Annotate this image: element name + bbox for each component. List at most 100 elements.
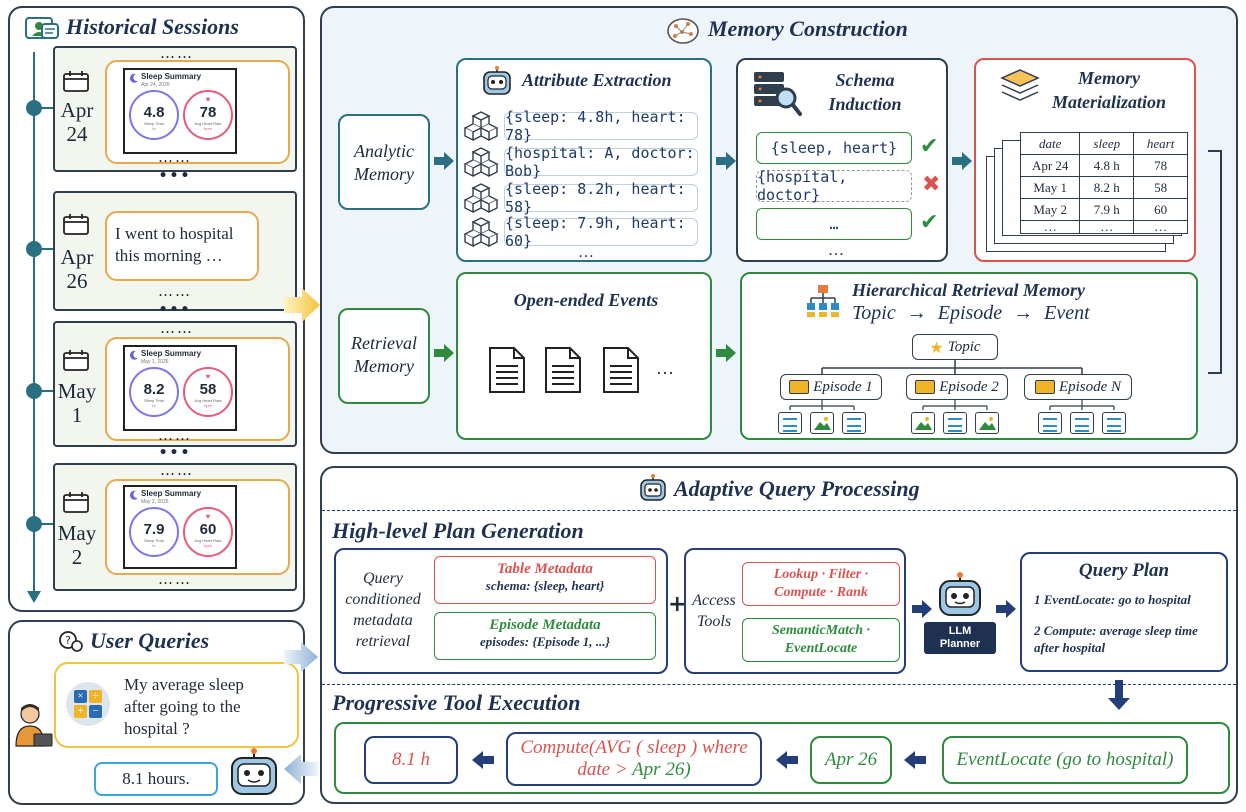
timeline-connector	[40, 523, 54, 525]
sleep-ring: 8.2 Sleep Time hr	[129, 367, 179, 417]
right-bracket	[1208, 150, 1222, 374]
topic-label: Topic	[947, 338, 981, 355]
chat-user-icon	[25, 17, 59, 39]
open-ended-events-title: Open-ended Events	[513, 290, 659, 310]
flow-arrow-icon	[284, 642, 318, 672]
timeline-connector	[40, 248, 54, 250]
analytic-memory-box: Analytic Memory	[338, 114, 430, 210]
query-plan-title: Query Plan	[1078, 560, 1170, 581]
session-dots: ……	[160, 44, 194, 62]
historical-sessions-panel: Historical Sessions …… Apr 24 Sleep Summ…	[8, 6, 305, 612]
episode-label: Episode 1	[813, 378, 873, 395]
user-queries-title: User Queries	[90, 628, 210, 653]
result-text: 8.1 h	[392, 749, 430, 770]
episode-metadata-title: Episode Metadata	[489, 617, 601, 633]
table-cell: Apr 24	[1019, 154, 1081, 177]
timeline-connector	[40, 390, 54, 392]
event-text-icon	[943, 412, 967, 434]
calendar-icon	[63, 71, 89, 92]
episode-icon	[789, 380, 810, 394]
check-icon: ✔	[920, 210, 939, 235]
episode-metadata-body: episodes: {Episode 1, ...}	[479, 634, 610, 649]
attribute-item: {sleep: 7.9h, heart: 60}	[504, 214, 698, 250]
sleep-unit: hr	[152, 543, 156, 548]
robot-icon	[483, 66, 511, 95]
query-processing-panel: Adaptive Query Processing High-level Pla…	[320, 466, 1238, 804]
arrow-right-icon	[434, 344, 454, 362]
heart-icon: ♥	[205, 512, 211, 521]
svg-text:?: ?	[65, 634, 71, 647]
episode-icon	[1034, 380, 1055, 394]
session-card-2: Apr 26 I went to hospital this morning …	[53, 191, 297, 311]
sleep-label: Sleep Time	[143, 538, 164, 543]
query-processing-title: Adaptive Query Processing	[674, 476, 920, 501]
robot-icon	[231, 748, 277, 795]
date-box: Apr 26	[810, 736, 892, 784]
document-icon	[489, 347, 525, 393]
llm-planner-badge: LLM Planner	[924, 622, 996, 654]
timeline-dot	[26, 383, 42, 399]
heart-ring: ♥ 60 Avg Heart Rate bpm	[183, 507, 233, 557]
question-text: My average sleep after going to the hosp…	[124, 675, 244, 738]
tool-execution-box: 8.1 h Compute(AVG ( sleep ) where date >…	[334, 722, 1230, 794]
event-text-icon	[842, 412, 866, 434]
calendar-icon	[63, 350, 89, 371]
card-title: Sleep Summary	[141, 349, 202, 358]
sleep-ring: 7.9 Sleep Time hr	[129, 507, 179, 557]
events-ellipsis: …	[656, 358, 674, 378]
compute-date: Apr 26)	[632, 759, 691, 780]
arrow-right-icon	[952, 152, 972, 170]
subtitle-arrow: →	[1013, 302, 1034, 324]
schema-item-accepted: {sleep, heart}	[756, 132, 912, 164]
heart-icon: ♥	[205, 372, 211, 381]
dashed-divider	[322, 684, 1236, 685]
arrow-right-icon	[716, 152, 736, 170]
plan-step-1: 1 EventLocate: go to hospital	[1034, 592, 1191, 607]
memory-materialization-box: Memory Materialization date sleep heart …	[974, 58, 1196, 262]
tree-connectors	[789, 358, 1115, 410]
heart-value: 60	[199, 521, 217, 538]
card-title: Sleep Summary	[141, 72, 202, 81]
attribute-extraction-box: Attribute Extraction {sleep: 4.8h, heart…	[456, 58, 712, 262]
arrow-right-icon	[716, 344, 736, 362]
cubes-icon	[463, 147, 499, 178]
dashed-divider	[322, 510, 1236, 511]
table-cell: …	[1079, 220, 1135, 234]
check-icon: ✔	[920, 134, 939, 159]
tools-episode-box: SemanticMatch · EventLocate	[742, 618, 900, 662]
schema-item-rejected: {hospital, doctor}	[756, 168, 912, 204]
timeline-dot	[26, 100, 42, 116]
table-cell: 58	[1133, 176, 1188, 199]
heart-ring: ♥ 58 Avg Heart Rate bpm	[183, 367, 233, 417]
message-text: I went to hospital this morning …	[115, 224, 234, 265]
sleep-summary-bubble: Sleep Summary May 2, 2026 7.9 Sleep Time…	[105, 479, 290, 575]
table-cell: 60	[1133, 198, 1188, 221]
attribute-extraction-title: Attribute Extraction	[522, 70, 672, 90]
calculator-icon: × ÷ + −	[66, 682, 110, 726]
plan-step-2: 2 Compute: average sleep time after hosp…	[1034, 623, 1198, 655]
event-text-icon	[778, 412, 802, 434]
sleep-ring: 4.8 Sleep Time hr	[129, 90, 179, 140]
event-text-icon	[1070, 412, 1094, 434]
table-header: heart	[1133, 132, 1188, 155]
sleep-summary-bubble: Sleep Summary May 1, 2026 8.2 Sleep Time…	[105, 337, 290, 441]
timeline-dot	[26, 516, 42, 532]
session-dots: ……	[158, 282, 192, 300]
tools-table-box: Lookup · Filter · Compute · Rank	[742, 562, 900, 606]
session-gap-dots: •••	[158, 168, 192, 184]
sleep-summary-card: Sleep Summary May 2, 2026 7.9 Sleep Time…	[123, 485, 237, 569]
session-dots: ……	[158, 426, 192, 444]
arrow-left-icon	[472, 751, 494, 769]
event-text-icon	[1102, 412, 1126, 434]
plan-generation-title: High-level Plan Generation	[332, 518, 584, 543]
episode-node: Episode 2	[906, 374, 1008, 400]
session-gap-dots: •••	[158, 445, 192, 461]
compute-text-2: date > Apr 26)	[577, 759, 690, 781]
event-locate-text: EventLocate (go to hospital)	[956, 749, 1174, 770]
episode-node: Episode N	[1024, 374, 1132, 400]
session-day: 24	[66, 122, 88, 146]
session-day: 1	[71, 403, 83, 427]
robot-icon	[939, 572, 981, 616]
compute-box: Compute(AVG ( sleep ) where date > Apr 2…	[506, 732, 762, 786]
